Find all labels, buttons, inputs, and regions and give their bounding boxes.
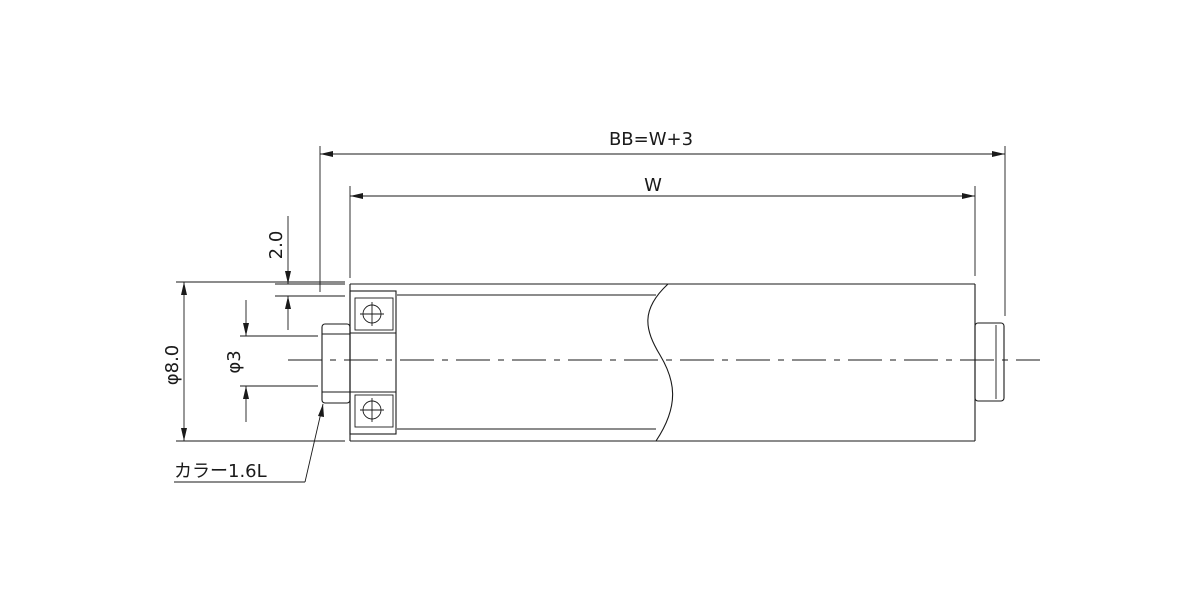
- collar-note-label: カラー1.6L: [174, 461, 267, 482]
- break-line: [647, 283, 674, 442]
- dimension-overall-length: BB=W+3: [319, 129, 1006, 316]
- dimension-roller-width: W: [349, 175, 976, 278]
- overall-length-label: BB=W+3: [609, 129, 693, 150]
- roller-width-label: W: [644, 175, 662, 196]
- shaft-stub-right: [974, 322, 1005, 402]
- bearing-assembly: [349, 290, 397, 435]
- dimension-wall-thickness: 2.0: [266, 216, 345, 330]
- dimension-outer-diameter: φ8.0: [162, 281, 345, 442]
- wall-thickness-label: 2.0: [266, 231, 287, 260]
- outer-diameter-label: φ8.0: [162, 345, 183, 386]
- collar-leader: カラー1.6L: [174, 403, 324, 483]
- shaft-diameter-label: φ3: [224, 350, 245, 373]
- roller-tube: [349, 283, 976, 442]
- dimension-shaft-diameter: φ3: [224, 300, 318, 422]
- collar: [321, 323, 351, 404]
